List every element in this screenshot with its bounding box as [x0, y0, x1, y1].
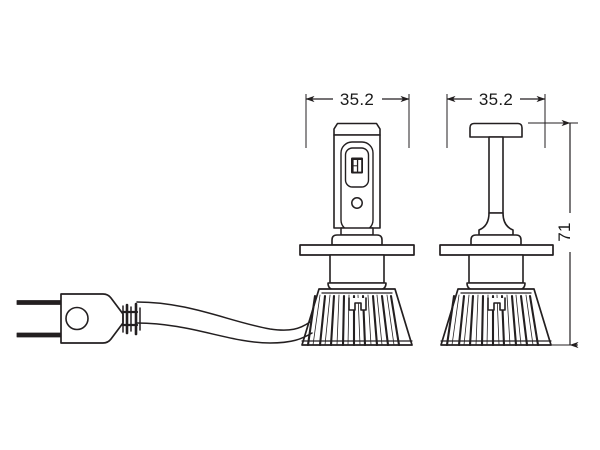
heatsink-outline: [301, 288, 413, 346]
power-cable: [136, 301, 313, 344]
base-barrel: [329, 254, 385, 284]
heat-sink-fins: [301, 288, 413, 347]
fin: [468, 294, 475, 347]
base-barrel: [468, 254, 524, 284]
fin: [318, 294, 327, 347]
housing-neck: [340, 227, 374, 236]
t-cap: [469, 122, 523, 138]
connector-prong-top: [16, 300, 62, 305]
dimension-width-right: 35.2: [446, 90, 546, 148]
dimension-label-width-left: 35.2: [340, 90, 374, 109]
led-chip-segment-a: [353, 160, 357, 166]
heatsink-center-notch: [487, 297, 506, 311]
strain-relief: [121, 302, 141, 336]
fin: [480, 294, 485, 347]
fin: [510, 294, 518, 347]
fin: [389, 294, 401, 347]
fin: [445, 294, 456, 347]
fin-edge: [336, 294, 340, 346]
housing-vent-hole: [351, 197, 363, 209]
heat-sink-fins: [440, 288, 552, 347]
connector-hole: [65, 306, 89, 331]
led-chip-segment-c: [358, 160, 362, 172]
dimension-width-left: 35.2: [305, 90, 410, 148]
cable-upper-edge: [136, 301, 311, 331]
fin: [306, 294, 317, 347]
cable-lower-edge: [136, 322, 313, 344]
fin-edge: [463, 294, 470, 346]
bulb-side-view: [439, 122, 554, 347]
fin-edge: [376, 294, 383, 346]
base-flange: [439, 244, 554, 256]
flange-collar: [470, 234, 522, 246]
fin-edge: [386, 294, 395, 346]
bulb-front-view: [299, 122, 415, 347]
fin: [329, 294, 336, 347]
led-chip-segment-b: [353, 166, 357, 172]
fin-edge: [312, 294, 321, 346]
fin-edge: [451, 294, 460, 346]
connector-prong-bottom: [16, 332, 62, 338]
stem: [488, 136, 504, 214]
top-cap: [333, 122, 381, 136]
fin: [371, 294, 379, 347]
connector-plug: [16, 293, 141, 344]
base-flange: [299, 244, 415, 256]
fin: [380, 294, 390, 347]
fin: [457, 294, 466, 347]
fin-edge: [525, 294, 534, 346]
fin-edge: [324, 294, 331, 346]
fin-edge: [475, 294, 479, 346]
fin: [528, 294, 540, 347]
heatsink-outline: [440, 288, 552, 346]
fin-edge: [515, 294, 522, 346]
fin-edge: [367, 294, 372, 346]
heatsink-center-notch: [348, 297, 367, 311]
flange-collar: [331, 234, 383, 246]
fin: [341, 294, 346, 347]
dimension-label-height: 71: [555, 222, 574, 242]
dimension-label-width-right: 35.2: [479, 90, 513, 109]
fin: [519, 294, 529, 347]
fin-edge: [506, 294, 511, 346]
